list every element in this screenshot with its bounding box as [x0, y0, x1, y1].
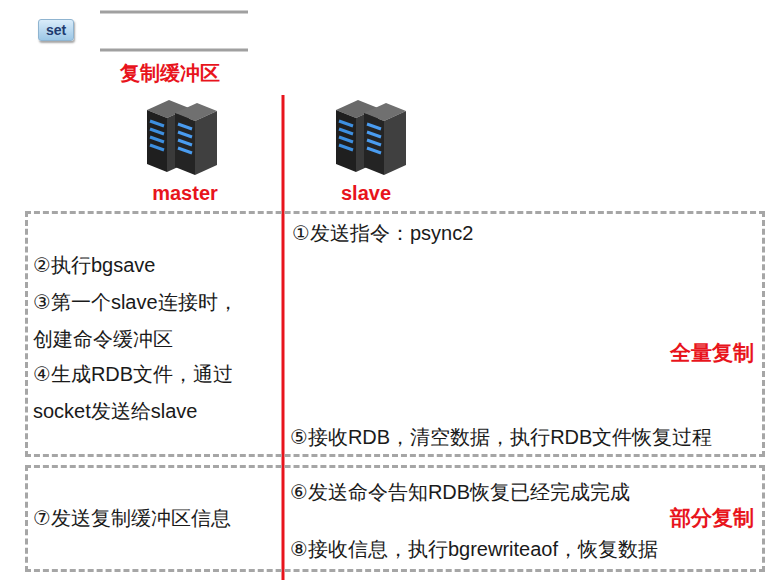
step-text: ⑦发送复制缓冲区信息 — [33, 504, 231, 532]
server-icon — [336, 100, 406, 175]
step-text: ④生成RDB文件，通过 socket发送给slave — [33, 356, 278, 430]
server-icon — [147, 100, 217, 175]
phase-box: ⑥发送命令告知RDB恢复已经完成完成 ⑦发送复制缓冲区信息 部分复制 ⑧接收信息，执行… — [25, 465, 765, 572]
command-tab: set — [38, 19, 74, 41]
step-text: ⑧接收信息，执行bgrewriteaof，恢复数据 — [290, 535, 658, 563]
step-text: ③第一个slave连接时， 创建命令缓冲区 — [33, 284, 278, 358]
step-text: ⑤接收RDB，清空数据，执行RDB文件恢复过程 — [290, 423, 712, 451]
step-text: ②执行bgsave — [33, 251, 155, 279]
buffer-label: 复制缓冲区 — [90, 59, 250, 87]
phase-box: ①发送指令：psync2 ②执行bgsave ③第一个slave连接时， 创建命令缓… — [25, 211, 765, 457]
step-text: ⑥发送命令告知RDB恢复已经完成完成 — [290, 478, 630, 506]
server-label: master — [105, 179, 265, 207]
step-text: ①发送指令：psync2 — [292, 219, 473, 247]
buffer-line — [100, 11, 248, 14]
divider-line — [282, 95, 285, 580]
phase-label: 部分复制 — [670, 504, 754, 532]
phase-label: 全量复制 — [670, 339, 754, 367]
server-label: slave — [286, 179, 446, 207]
buffer-line — [100, 49, 248, 52]
command-text: set — [46, 21, 66, 39]
